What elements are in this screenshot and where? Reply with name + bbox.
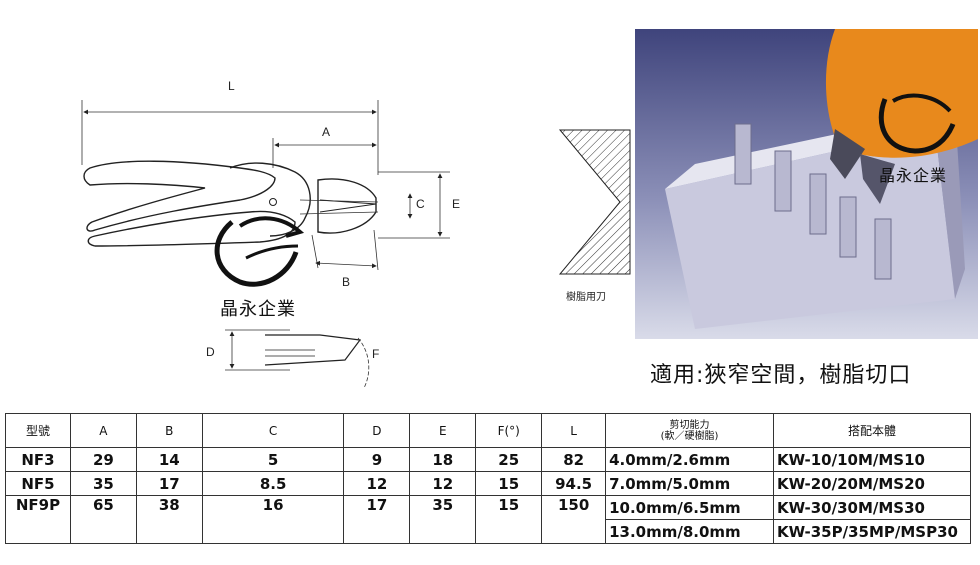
cell-e: 35: [409, 495, 477, 544]
cell-l: 82: [541, 447, 607, 472]
cell-body: KW-35P/35MP/MSP30: [773, 519, 971, 544]
header-b: B: [135, 413, 203, 448]
cell-c: 8.5: [201, 471, 345, 496]
cell-cut: 7.0mm/5.0mm: [605, 471, 775, 496]
header-f: F(°): [475, 413, 543, 448]
resin-blade-diagram: [558, 129, 631, 275]
cell-c: 5: [201, 447, 345, 472]
cell-e: 18: [409, 447, 477, 472]
cell-d: 9: [343, 447, 411, 472]
cell-a: 35: [69, 471, 137, 496]
table-row: NF3 29 14 5 9 18 25 82 4.0mm/2.6mm KW-10…: [5, 447, 971, 472]
dim-B-label: B: [342, 275, 350, 289]
header-cut-capacity: 剪切能力(軟／硬樹脂): [605, 413, 775, 448]
header-l: L: [541, 413, 607, 448]
cell-e: 12: [409, 471, 477, 496]
technical-drawing: L A C E B D F: [81, 79, 460, 389]
header-body: 搭配本體: [773, 413, 971, 448]
brand-logo-icon: [214, 216, 305, 287]
dim-F-label: F: [372, 347, 379, 361]
brand-name: 晶永企業: [220, 299, 296, 320]
cell-f: 25: [475, 447, 543, 472]
cell-l: 150: [541, 495, 607, 544]
cell-model: NF9P: [5, 495, 71, 544]
cell-d: 17: [343, 495, 411, 544]
header-e: E: [409, 413, 477, 448]
cell-body: KW-10/10M/MS10: [773, 447, 971, 472]
table-row: NF9P 65 38 16 17 35 15 150 10.0mm/6.5mm …: [5, 495, 971, 544]
header-d: D: [343, 413, 411, 448]
cell-body: KW-20/20M/MS20: [773, 471, 971, 496]
render-brand-name: 晶永企業: [879, 166, 948, 185]
cell-model: NF3: [5, 447, 71, 472]
application-caption: 適用:狹窄空間，樹脂切口: [650, 363, 912, 388]
cell-cut: 10.0mm/6.5mm: [605, 495, 775, 520]
dim-A-label: A: [322, 125, 330, 139]
cell-b: 38: [135, 495, 203, 544]
table-row: NF5 35 17 8.5 12 12 15 94.5 7.0mm/5.0mm …: [5, 471, 971, 496]
header-a: A: [69, 413, 137, 448]
dim-C-label: C: [416, 197, 425, 211]
blade-label: 樹脂用刀: [566, 292, 606, 303]
cell-l: 94.5: [541, 471, 607, 496]
cell-f: 15: [475, 471, 543, 496]
cell-d: 12: [343, 471, 411, 496]
cell-c: 16: [201, 495, 345, 544]
cell-f: 15: [475, 495, 543, 544]
cell-cut: 4.0mm/2.6mm: [605, 447, 775, 472]
product-render: 晶永企業: [635, 29, 978, 339]
dim-D-label: D: [206, 345, 215, 359]
header-cut-line2: (軟／硬樹脂): [660, 430, 719, 442]
header-c: C: [201, 413, 345, 448]
dim-E-label: E: [452, 197, 460, 211]
cell-b: 17: [135, 471, 203, 496]
cell-cut: 13.0mm/8.0mm: [605, 519, 775, 544]
cell-model: NF5: [5, 471, 71, 496]
table-header-row: 型號 A B C D E F(°) L 剪切能力(軟／硬樹脂) 搭配本體: [5, 413, 971, 448]
header-cut-line1: 剪切能力: [669, 419, 710, 431]
header-model: 型號: [5, 413, 71, 448]
cell-body: KW-30/30M/MS30: [773, 495, 971, 520]
dim-L-label: L: [228, 79, 235, 93]
cell-a: 29: [69, 447, 137, 472]
cell-b: 14: [135, 447, 203, 472]
spec-table: 型號 A B C D E F(°) L 剪切能力(軟／硬樹脂) 搭配本體 NF3…: [5, 413, 971, 544]
table-row: 13.0mm/8.0mm KW-35P/35MP/MSP30: [6, 519, 971, 544]
cell-a: 65: [69, 495, 137, 544]
